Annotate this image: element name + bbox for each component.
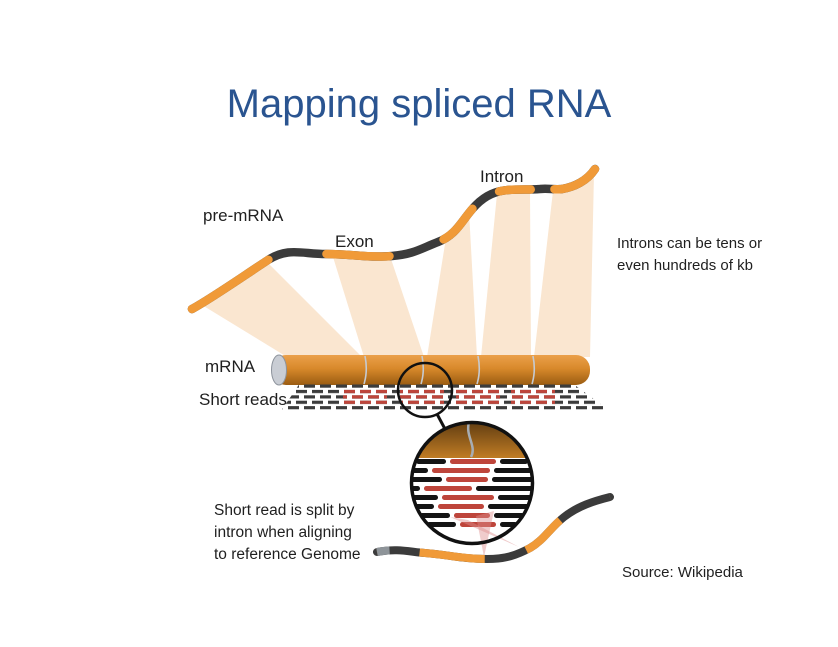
magnifier-small-circle	[396, 361, 454, 419]
zoom-junction-line	[466, 422, 474, 458]
intron-size-note: Introns can be tens or even hundreds of …	[617, 235, 763, 274]
mrna-end-cap	[271, 354, 287, 386]
exon-projection-bands	[202, 173, 594, 357]
mrna-label: mRNA	[205, 357, 256, 376]
zoom-split-reads	[424, 459, 496, 527]
short-reads-label: Short reads	[199, 390, 287, 409]
reference-genome-strand	[373, 493, 614, 564]
pre-mrna-label: pre-mRNA	[203, 206, 284, 225]
split-read-note: Short read is split by intron when align…	[214, 502, 361, 563]
zoom-circle-outline	[409, 420, 535, 546]
magnifier-connector	[435, 413, 447, 430]
junction-spanning-reads	[343, 389, 555, 405]
split-alignment-beams	[450, 511, 519, 557]
mrna-cylinder	[271, 354, 590, 386]
exon-junction-lines	[363, 355, 536, 385]
zoom-detail-circle	[409, 420, 535, 557]
short-reads-pile	[282, 384, 608, 410]
exon-label: Exon	[335, 232, 374, 251]
slide-title: Mapping spliced RNA	[226, 82, 612, 126]
pre-mrna-strand	[187, 164, 600, 314]
source-credit: Source: Wikipedia	[622, 564, 743, 581]
intron-label: Intron	[480, 167, 524, 186]
